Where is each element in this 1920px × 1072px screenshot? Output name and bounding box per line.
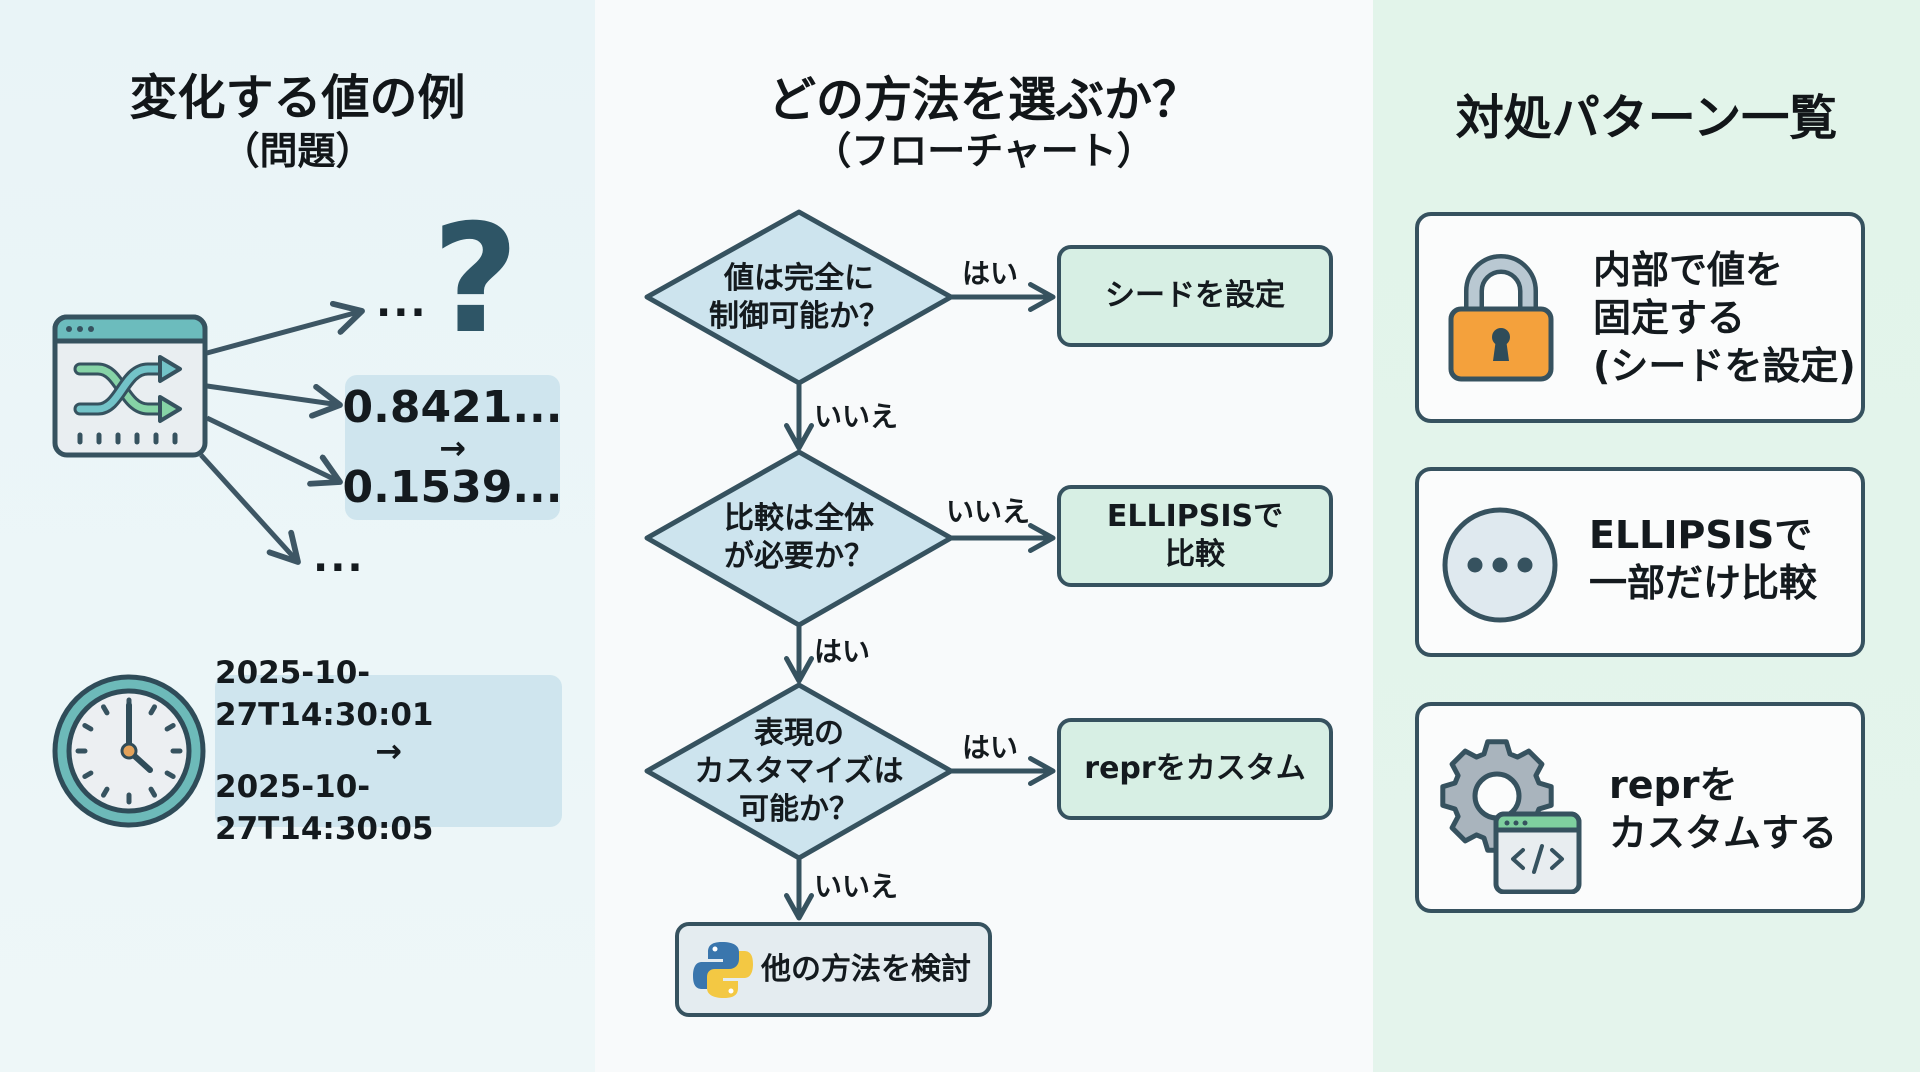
clock-tick (101, 786, 110, 798)
edge-label-d3-yes: はい (962, 731, 1019, 764)
clock-tick (148, 786, 157, 798)
clock-tick (164, 770, 176, 779)
ellipsis-top: ... (376, 280, 428, 326)
arrow-to-ellipsis-bottom (199, 453, 301, 565)
arrow-to-ellipsis-top (206, 300, 365, 356)
decision-3-line1: 表現の (754, 716, 844, 751)
arrow-to-value-1 (206, 383, 343, 419)
result-3-label: reprをカスタム (1084, 751, 1306, 786)
card-2-line1: ELLIPSISで (1589, 513, 1813, 557)
shuffle-window-icon (52, 314, 208, 458)
edge-label-d1-no: いいえ (814, 400, 899, 433)
timestamp-arrow: → (375, 732, 402, 770)
gear-code-window-icon (1440, 739, 1582, 894)
timestamp-from: 2025-10-27T14:30:01 (215, 655, 434, 733)
edge-label-d3-no: いいえ (814, 870, 899, 903)
result-custom-repr[interactable]: reprをカスタム (1057, 718, 1333, 820)
card-1-line1: 内部で値を (1593, 248, 1784, 292)
ellipsis-bottom: ... (313, 535, 365, 581)
result-set-seed[interactable]: シードを設定 (1057, 245, 1333, 347)
flowchart-title: どの方法を選ぶか？ (767, 72, 1200, 128)
pattern-card-ellipsis[interactable]: ELLIPSISで 一部だけ比較 (1415, 467, 1865, 657)
decision-1[interactable]: 値は完全に 制御可能か？ (680, 255, 918, 341)
question-mark-icon: ? (432, 193, 520, 367)
clock-tick (82, 770, 94, 779)
timestamp-to: 2025-10-27T14:30:05 (215, 769, 434, 847)
random-value-to: 0.1539... (342, 461, 563, 513)
padlock-icon (1448, 254, 1554, 382)
decision-2-line1: 比較は全体 (724, 501, 874, 536)
card-3-line1: reprを (1609, 763, 1738, 807)
random-value-arrow: → (439, 428, 466, 467)
random-value-box: 0.8421... → 0.1539... (342, 375, 563, 520)
card-1-line3: (シードを設定) (1593, 344, 1856, 388)
decision-3[interactable]: 表現の カスタマイズは 可能か？ (670, 712, 928, 832)
result-ellipsis[interactable]: ELLIPSISで 比較 (1057, 485, 1333, 587)
decision-1-line2: 制御可能か？ (709, 299, 889, 334)
pattern-card-seed[interactable]: 内部で値を 固定する (シードを設定) (1415, 212, 1865, 423)
clock-tick (101, 704, 110, 716)
patterns-title: 対処パターン一覧 (1455, 90, 1838, 146)
decision-3-line2: カスタマイズは (694, 754, 904, 789)
python-logo-icon (693, 941, 753, 998)
result-2-line2: 比較 (1165, 537, 1225, 572)
decision-2-line2: が必要か？ (724, 539, 874, 574)
card-3-text: reprを カスタムする (1609, 761, 1837, 857)
result-2-line1: ELLIPSISで (1106, 499, 1284, 534)
arrow-to-value-2 (205, 415, 343, 487)
decision-1-line1: 値は完全に (724, 261, 874, 296)
edge-label-d2-no: いいえ (946, 495, 1031, 528)
clock-tick (148, 704, 157, 716)
problem-title: 変化する値の例 (129, 70, 466, 126)
clock-tick (82, 723, 94, 732)
problem-subtitle: （問題） (221, 129, 374, 173)
edge-label-d2-yes: はい (814, 635, 871, 668)
edge-label-d1-yes: はい (962, 257, 1019, 290)
flowchart-subtitle: （フローチャート） (813, 129, 1155, 173)
timestamp-box: 2025-10-27T14:30:01 → 2025-10-27T14:30:0… (215, 655, 562, 847)
card-2-line2: 一部だけ比較 (1589, 561, 1818, 605)
decision-3-line3: 可能か？ (739, 792, 859, 827)
clock-tick (164, 723, 176, 732)
card-3-line2: カスタムする (1609, 811, 1838, 855)
result-1-label: シードを設定 (1105, 278, 1285, 313)
pattern-card-repr[interactable]: reprを カスタムする (1415, 702, 1865, 913)
card-1-text: 内部で値を 固定する (シードを設定) (1593, 246, 1856, 390)
output-arrows (199, 300, 365, 565)
ellipsis-circle-icon (1442, 507, 1558, 623)
card-2-text: ELLIPSISで 一部だけ比較 (1589, 511, 1817, 607)
final-label: 他の方法を検討 (761, 951, 971, 987)
random-value-from: 0.8421... (342, 381, 563, 433)
final-consider-other[interactable]: 他の方法を検討 (675, 922, 992, 1017)
clock-icon (52, 674, 206, 828)
card-1-line2: 固定する (1593, 296, 1746, 340)
decision-2[interactable]: 比較は全体 が必要か？ (680, 495, 918, 581)
